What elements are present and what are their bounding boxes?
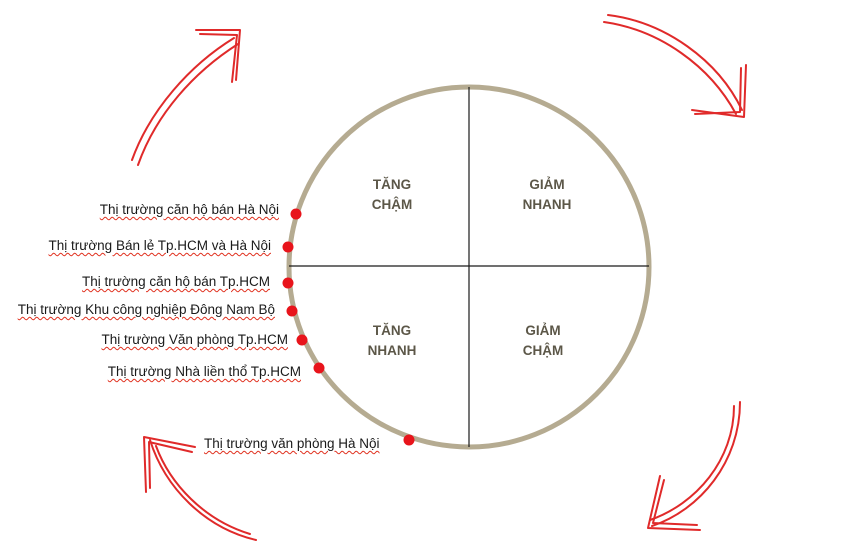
marker-dot-icon: [282, 241, 294, 253]
market-label: Thị trường căn hộ bán Tp.HCM: [82, 274, 270, 289]
quadrant-top-left-line2: CHẬM: [371, 197, 413, 212]
curved-arrow-icon: [647, 401, 741, 531]
quadrant-bottom-left-line1: TĂNG: [372, 323, 412, 338]
marker-dot-icon: [286, 305, 298, 317]
marker-dot-icon: [313, 362, 325, 374]
quadrant-top-right: GIẢM NHANH: [487, 175, 607, 215]
marker-dot-icon: [290, 208, 302, 220]
marker-dot-icon: [282, 277, 294, 289]
quadrant-top-left: TĂNG CHẬM: [332, 175, 452, 215]
quadrant-top-right-line2: NHANH: [522, 197, 572, 212]
quadrant-bottom-left: TĂNG NHANH: [332, 321, 452, 361]
quadrant-bottom-left-line2: NHANH: [367, 343, 417, 358]
market-label: Thị trường Bán lẻ Tp.HCM và Hà Nội: [48, 238, 271, 253]
curved-arrow-icon: [131, 29, 241, 166]
market-label: Thị trường căn hộ bán Hà Nội: [99, 202, 279, 217]
curved-arrow-icon: [143, 436, 257, 541]
marker-dot-icon: [296, 334, 308, 346]
curved-arrow-icon: [603, 14, 747, 118]
market-label: Thị trường Khu công nghiệp Đông Nam Bộ: [17, 302, 275, 317]
quadrant-bottom-right-line2: CHẬM: [522, 343, 564, 358]
quadrant-top-left-line1: TĂNG: [372, 177, 412, 192]
quadrant-bottom-right-line1: GIẢM: [525, 323, 561, 338]
quadrant-top-right-line1: GIẢM: [529, 177, 565, 192]
marker-dot-icon: [403, 434, 415, 446]
market-label: Thị trường Nhà liền thổ Tp.HCM: [107, 364, 301, 379]
market-label: Thị trường văn phòng Hà Nội: [204, 436, 380, 451]
quadrant-bottom-right: GIẢM CHẬM: [483, 321, 603, 361]
market-label: Thị trường Văn phòng Tp.HCM: [101, 332, 288, 347]
